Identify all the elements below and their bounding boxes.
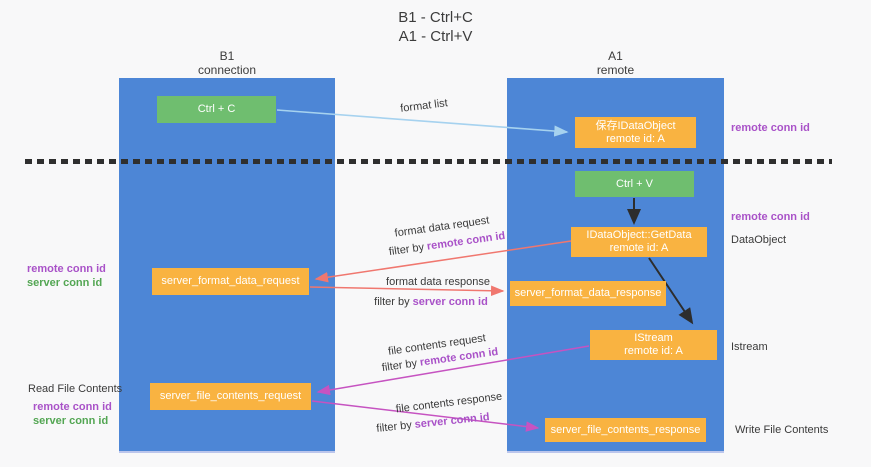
annotation-remote-conn-id-top: remote conn id: [731, 122, 810, 134]
server-conn-id-text: server conn id: [414, 411, 491, 431]
server-file-contents-request-label: server_file_contents_request: [159, 390, 302, 402]
diagram-title: B1 - Ctrl+C A1 - Ctrl+V: [0, 8, 871, 46]
server-file-contents-response-label: server_file_contents_response: [550, 423, 701, 436]
server-file-contents-response-box: server_file_contents_response: [545, 418, 706, 442]
ctrl-v-box: Ctrl + V: [575, 171, 694, 197]
save-idataobject-line1: 保存IDataObject: [595, 119, 676, 132]
idataobject-getdata-box: IDataObject::GetData remote id: A: [571, 227, 707, 257]
flow-label-format-list: format list: [399, 97, 449, 115]
save-idataobject-line2: remote id: A: [606, 132, 665, 145]
server-format-data-request-box: server_format_data_request: [152, 268, 309, 295]
annotation-remote-conn-id-mid: remote conn id: [731, 211, 810, 223]
server-format-data-response-label: server_format_data_response: [514, 287, 662, 299]
title-line-2: A1 - Ctrl+V: [398, 28, 473, 45]
istream-line1: IStream: [634, 332, 673, 344]
filter-by-text: filter by: [375, 419, 413, 435]
left-column-header: B1 connection: [119, 49, 335, 77]
session-divider-dashed-line: [25, 159, 832, 164]
filter-by-text: filter by: [374, 296, 410, 308]
annotation-server-conn-id-left-top: server conn id: [27, 277, 103, 289]
istream-line2: remote id: A: [624, 345, 683, 357]
ctrl-c-box: Ctrl + C: [157, 96, 276, 123]
annotation-remote-conn-id-left-bottom: remote conn id: [33, 401, 112, 413]
filter-by-text: filter by: [388, 241, 425, 259]
annotation-remote-conn-id-left-top: remote conn id: [27, 263, 106, 275]
save-idataobject-box: 保存IDataObject remote id: A: [575, 117, 696, 148]
title-line-1: B1 - Ctrl+C: [398, 9, 473, 26]
annotation-read-file-contents: Read File Contents: [28, 383, 123, 395]
server-conn-id-text: server conn id: [412, 296, 488, 308]
right-column-role: remote: [596, 63, 635, 77]
annotation-dataobject: DataObject: [731, 234, 787, 246]
left-column-name: B1: [219, 49, 235, 63]
server-file-contents-request-box: server_file_contents_request: [150, 383, 311, 410]
annotation-server-conn-id-left-bottom: server conn id: [33, 415, 109, 427]
annotation-write-file-contents: Write File Contents: [735, 424, 829, 436]
getdata-line2: remote id: A: [609, 242, 669, 254]
right-column-header: A1 remote: [507, 49, 724, 77]
ctrl-v-label: Ctrl + V: [616, 177, 653, 190]
server-format-data-response-box: server_format_data_response: [510, 281, 666, 306]
getdata-line1: IDataObject::GetData: [586, 229, 692, 241]
annotation-istream: Istream: [731, 341, 768, 353]
istream-box: IStream remote id: A: [590, 330, 717, 360]
ctrl-c-label: Ctrl + C: [197, 103, 236, 115]
server-format-data-request-label: server_format_data_request: [161, 275, 300, 287]
left-column-role: connection: [197, 63, 257, 77]
filter-by-text: filter by: [381, 357, 418, 375]
right-column-name: A1: [608, 49, 623, 63]
flow-label-format-data-response: format data response: [386, 276, 490, 288]
